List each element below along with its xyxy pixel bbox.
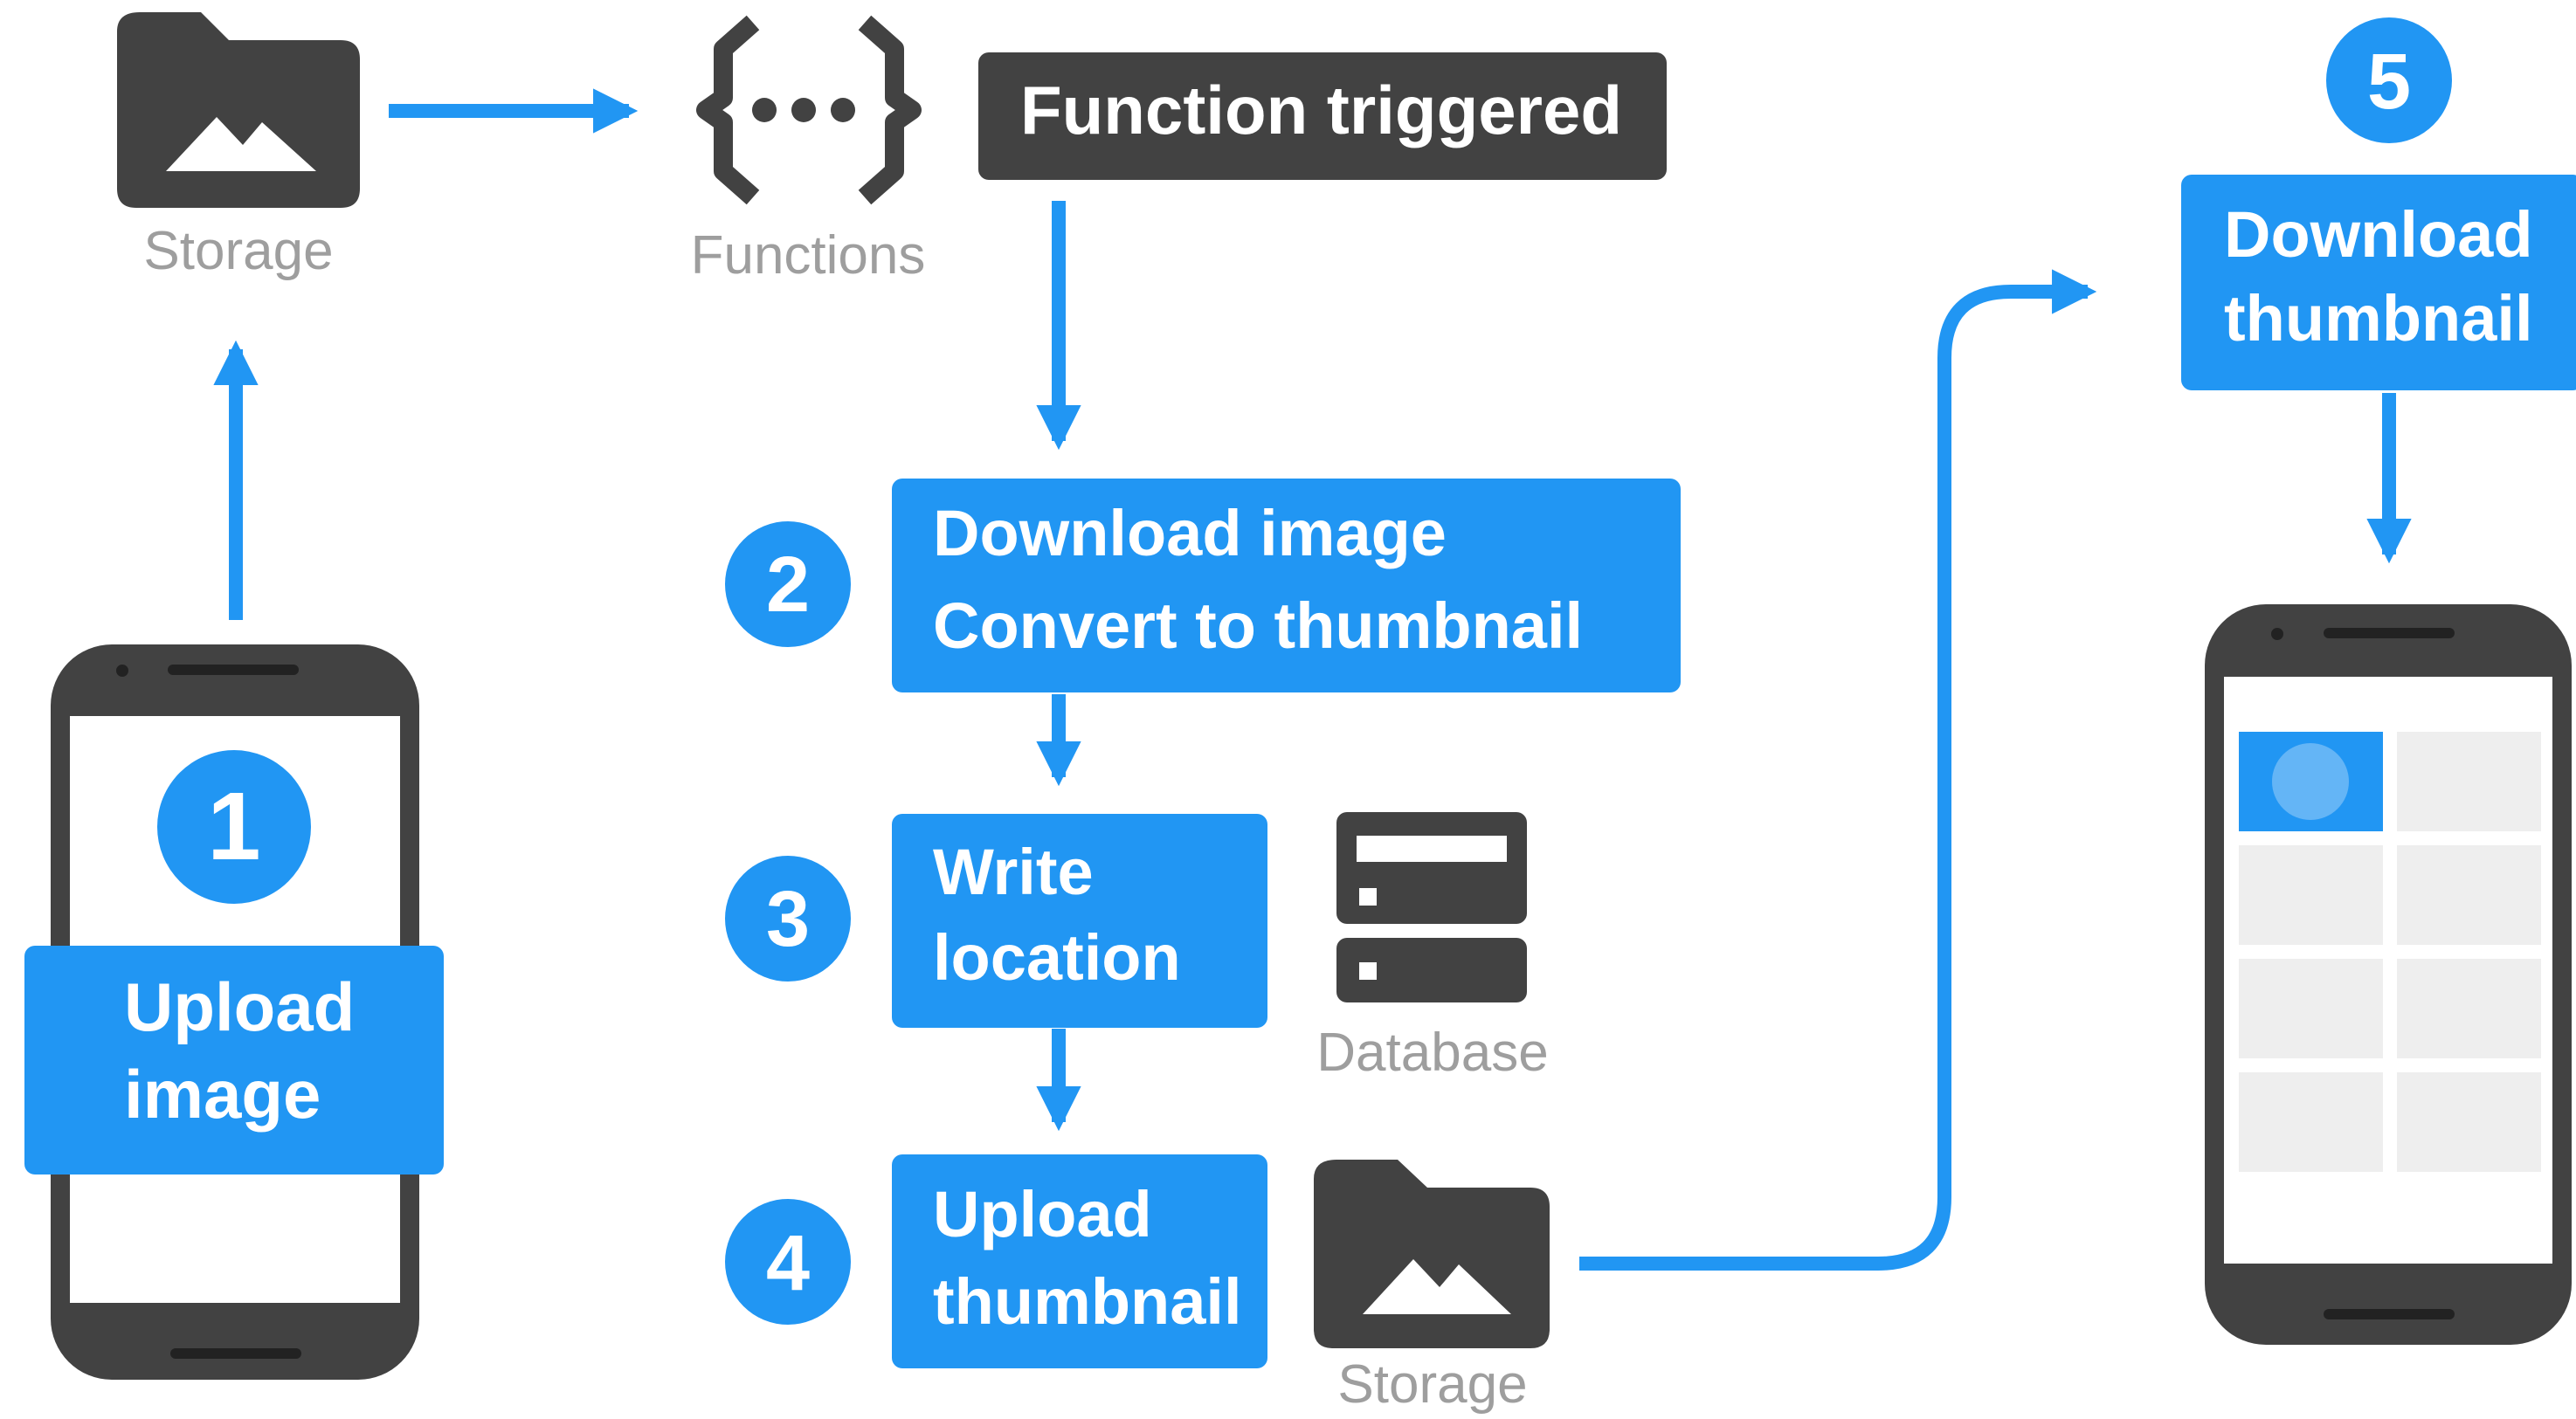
function-triggered-box: Function triggered xyxy=(978,52,1667,180)
functions-label: Functions xyxy=(691,225,926,286)
step-1-number: 1 xyxy=(207,773,260,880)
step-3-line2: location xyxy=(933,921,1181,994)
step-5-line2: thumbnail xyxy=(2224,282,2533,355)
step-4-line2: thumbnail xyxy=(933,1265,1242,1338)
arrow-storage-to-step-5 xyxy=(1579,269,2097,1271)
step-1-line1: Upload xyxy=(124,968,355,1045)
step-5-box: Download thumbnail xyxy=(2181,175,2576,390)
step-2-line2: Convert to thumbnail xyxy=(933,589,1583,662)
left-phone-camera xyxy=(116,665,128,677)
step-4-badge: 4 xyxy=(725,1199,851,1325)
step-5-badge: 5 xyxy=(2326,17,2452,143)
left-phone-speaker xyxy=(168,665,299,675)
left-phone-home-bar xyxy=(170,1348,301,1359)
step-2-badge: 2 xyxy=(725,521,851,647)
thumbnail-placeholder xyxy=(2397,1072,2541,1172)
step-1-badge: 1 xyxy=(157,750,311,904)
thumbnail-placeholder xyxy=(2397,732,2541,831)
function-triggered-label: Function triggered xyxy=(1020,72,1622,148)
step-3-box: Write location xyxy=(892,814,1267,1028)
thumbnail-placeholder xyxy=(2397,959,2541,1058)
thumbnail-placeholder xyxy=(2239,845,2383,945)
right-phone-camera xyxy=(2271,628,2283,640)
thumbnail-avatar xyxy=(2272,743,2349,820)
step-1-line2: image xyxy=(124,1056,321,1133)
step-2-box: Download image Convert to thumbnail xyxy=(892,479,1681,692)
step-1-box: Upload image xyxy=(24,946,444,1174)
database-label: Database xyxy=(1316,1023,1548,1083)
right-phone-home-bar xyxy=(2324,1309,2455,1319)
step-4-number: 4 xyxy=(766,1220,810,1307)
step-4-box: Upload thumbnail xyxy=(892,1154,1267,1368)
step-2-number: 2 xyxy=(766,541,810,629)
step-3-line1: Write xyxy=(933,836,1094,908)
functions-braces-icon xyxy=(696,15,922,205)
step-4-line1: Upload xyxy=(933,1178,1152,1250)
storage-bottom-folder-icon xyxy=(1314,1160,1550,1348)
database-icon xyxy=(1336,812,1527,1002)
step-3-number: 3 xyxy=(766,876,810,963)
step-3-badge: 3 xyxy=(725,856,851,982)
right-phone-speaker xyxy=(2324,628,2455,638)
thumbnail-placeholder xyxy=(2239,959,2383,1058)
storage-bottom-label: Storage xyxy=(1337,1354,1527,1415)
step-2-line1: Download image xyxy=(933,497,1447,569)
thumbnail-grid xyxy=(2239,732,2541,1172)
storage-top-label: Storage xyxy=(143,221,333,281)
thumbnail-placeholder xyxy=(2397,845,2541,945)
storage-folder-icon xyxy=(117,12,360,208)
step-5-number: 5 xyxy=(2367,38,2411,126)
step-5-line1: Download xyxy=(2224,198,2533,271)
thumbnail-placeholder xyxy=(2239,1072,2383,1172)
